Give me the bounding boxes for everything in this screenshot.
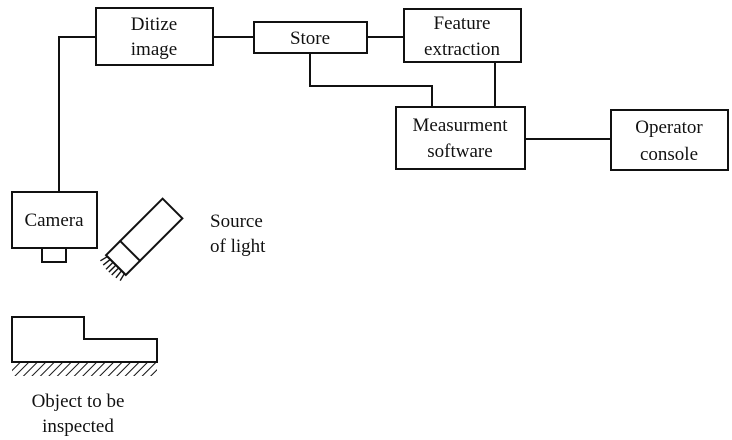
feature-extraction-block: Feature extraction [403,8,522,63]
store-label: Store [290,28,330,49]
measurement-software-block: Measurment software [395,106,526,170]
feature-label-line2: extraction [424,39,500,60]
connectors [58,36,611,192]
store-block: Store [253,21,368,54]
object-label-line1: Object to be [32,391,125,412]
light-label-line2: of light [210,236,266,257]
operator-label-line1: Operator [635,117,703,138]
measurement-label-line2: software [427,141,492,162]
camera-block: Camera [11,191,98,263]
operator-label-line2: console [640,144,698,165]
digitize-label-line1: Ditize [131,14,177,35]
feature-label-line1: Feature [434,13,491,34]
object-label-line2: inspected [42,416,114,437]
camera-lens [41,247,67,263]
digitize-image-block: Ditize image [95,7,214,66]
measurement-label-line1: Measurment [413,115,509,136]
connector-store-measurement [309,53,433,107]
ground-hatch [12,362,157,376]
operator-console-block: Operator console [610,109,729,171]
light-label-line1: Source [210,211,263,232]
light-source-icon [100,197,184,281]
camera-label: Camera [24,210,84,231]
digitize-label-line2: image [131,39,177,60]
connector-camera-digitize [58,36,96,192]
inspected-object [11,316,158,376]
